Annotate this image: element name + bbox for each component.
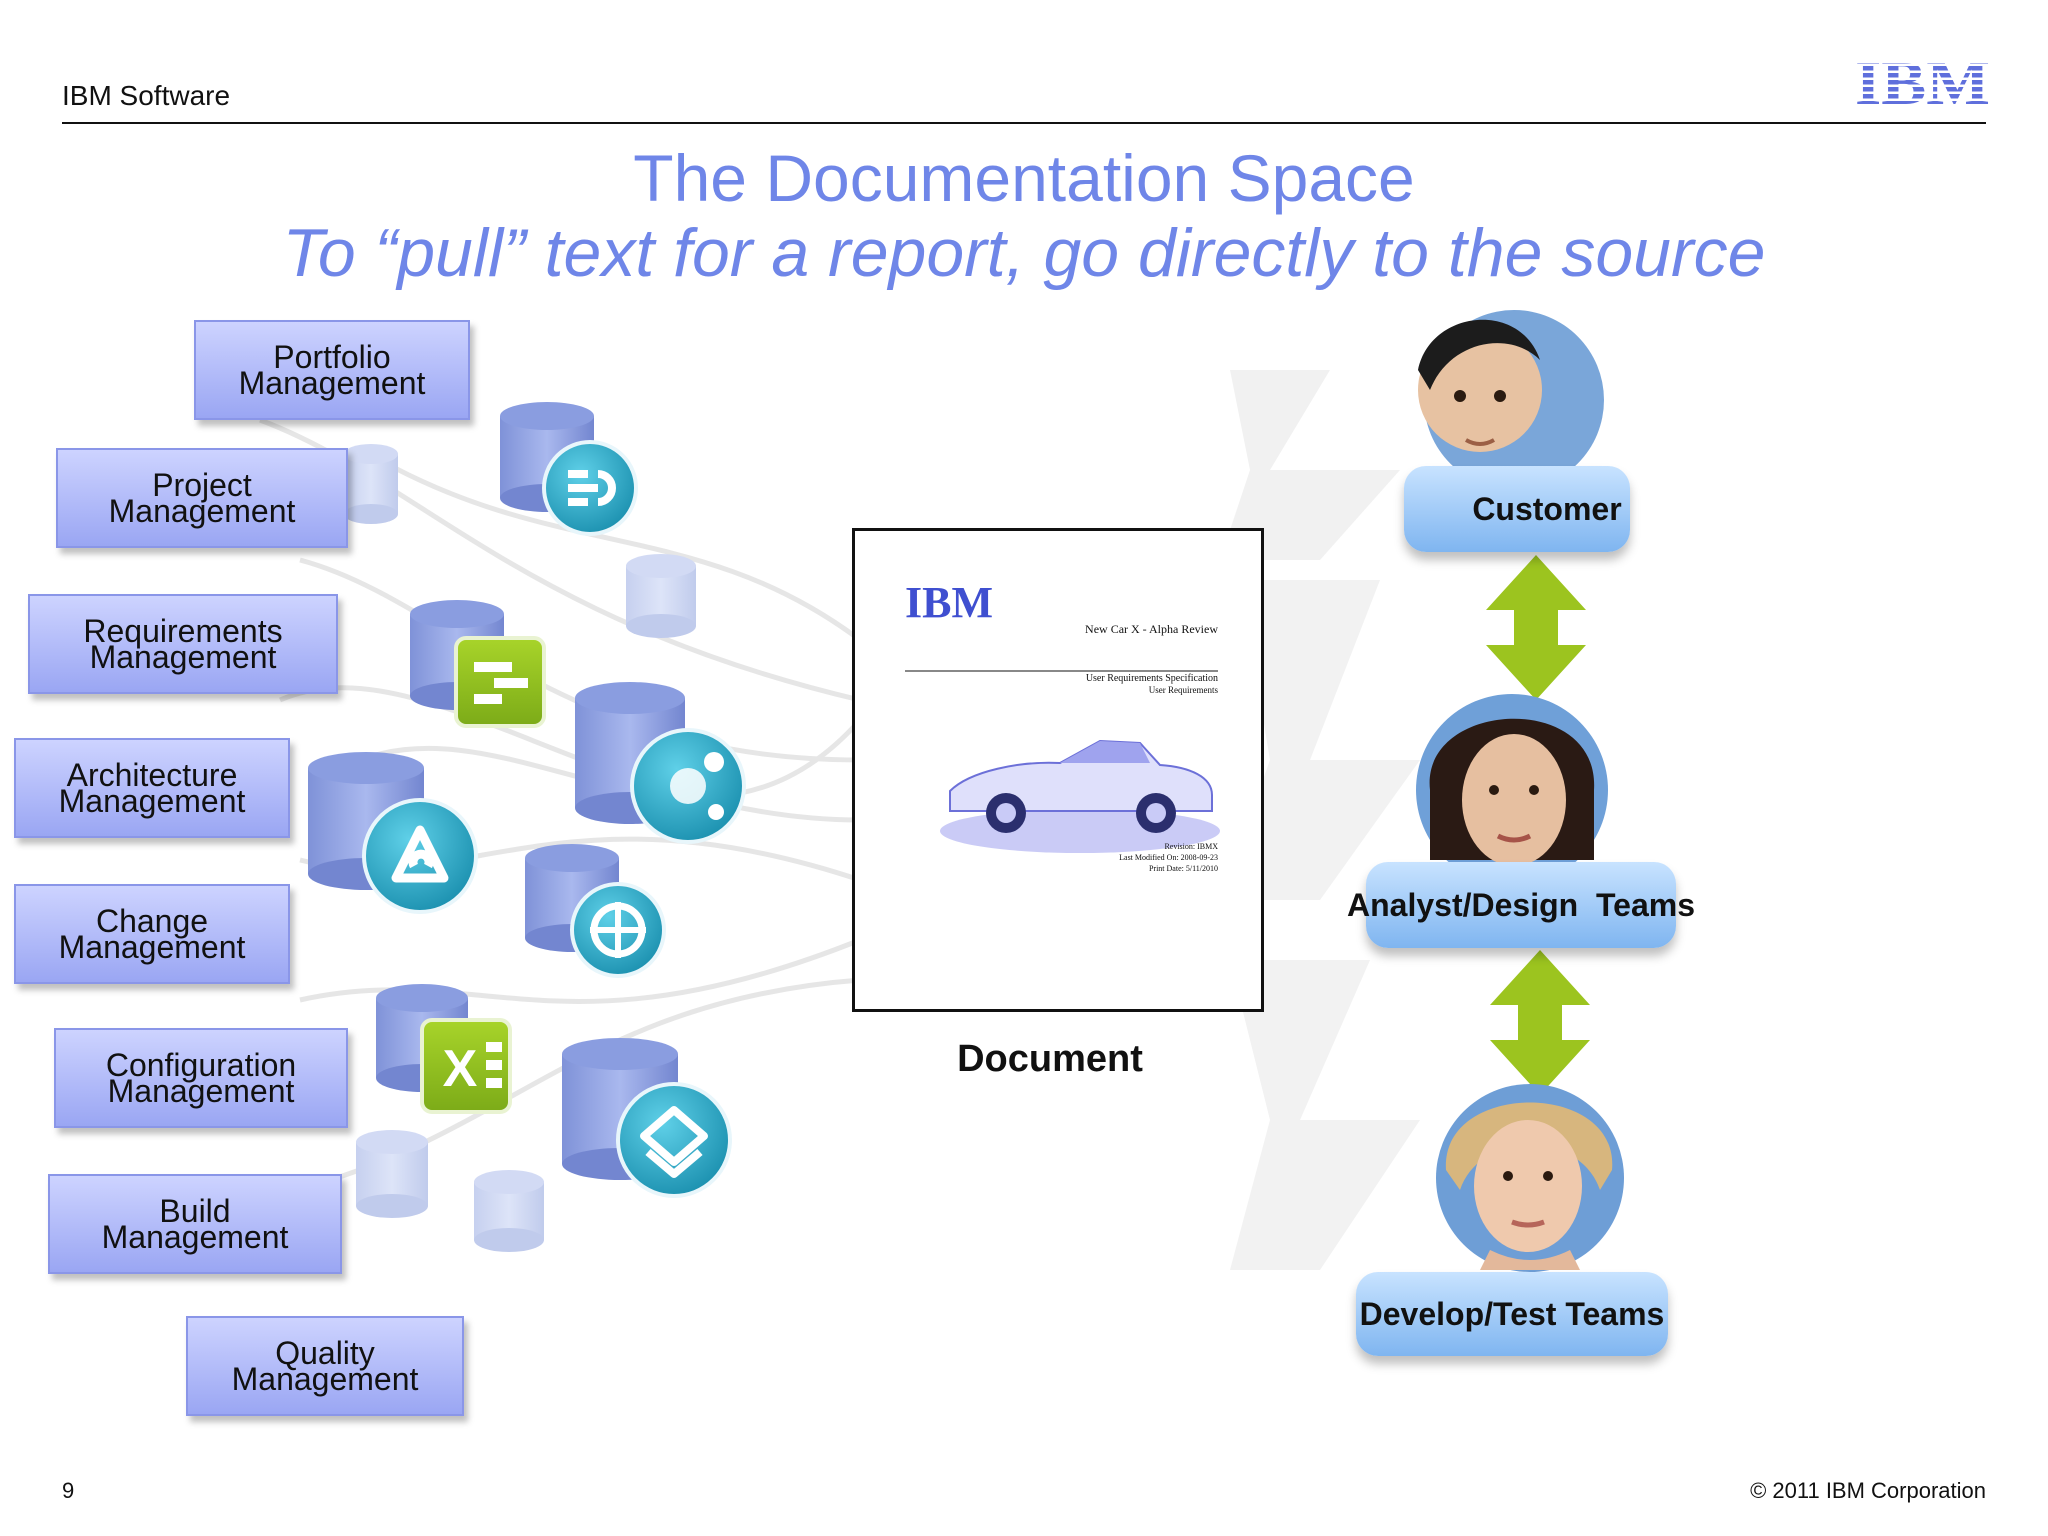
document-print-date: Print Date: 5/11/2010 <box>1149 864 1218 873</box>
architecture-management-box: Architecture Management <box>14 738 290 838</box>
car-image <box>940 739 1220 853</box>
copyright: © 2011 IBM Corporation <box>1750 1478 1986 1503</box>
document-preview: IBM New Car X - Alpha Review User Requir… <box>852 528 1264 1012</box>
role-connector-arrows <box>1486 555 1590 1095</box>
avatar-developer <box>1436 1084 1624 1272</box>
document-page: IBM New Car X - Alpha Review User Requir… <box>905 578 1220 873</box>
change-management-box: Change Management <box>14 884 290 984</box>
role-customer: Customer <box>1404 466 1630 552</box>
project-management-box: Project Management <box>56 448 348 548</box>
header-divider <box>62 122 1986 124</box>
ibm-logo: IBM <box>1855 52 1990 108</box>
slide-title: The Documentation Space <box>633 141 1415 215</box>
product-icons: X <box>362 440 746 1198</box>
role-analyst-design-teams: Analyst/Design Teams <box>1347 862 1695 948</box>
svg-text:X: X <box>443 1040 478 1098</box>
document-ibm-logo: IBM <box>905 578 993 627</box>
requirements-management-box: Requirements Management <box>28 594 338 694</box>
header-product: IBM Software <box>62 80 231 111</box>
avatar-customer <box>1418 310 1604 490</box>
page-number: 9 <box>62 1478 75 1503</box>
database-cylinders-faint <box>344 444 696 1252</box>
document-spec-line2: User Requirements <box>1149 685 1219 695</box>
quality-management-box: Quality Management <box>186 1316 464 1416</box>
configuration-management-box: Configuration Management <box>54 1028 348 1128</box>
document-spec-line1: User Requirements Specification <box>1086 673 1218 684</box>
document-title: New Car X - Alpha Review <box>1085 622 1218 636</box>
document-revision: Revision: IBMX <box>1164 842 1218 851</box>
svg-text:IBM: IBM <box>1855 52 1990 108</box>
role-develop-test-teams: Develop/Test Teams <box>1356 1272 1668 1356</box>
portfolio-management-box: Portfolio Management <box>194 320 470 420</box>
background-arrows <box>1220 370 1420 1270</box>
build-management-box: Build Management <box>48 1174 342 1274</box>
document-last-modified: Last Modified On: 2008-09-23 <box>1119 853 1218 862</box>
avatar-analyst <box>1416 694 1608 886</box>
slide-subtitle: To “pull” text for a report, go directly… <box>282 215 1766 291</box>
document-label: Document <box>957 1038 1143 1080</box>
